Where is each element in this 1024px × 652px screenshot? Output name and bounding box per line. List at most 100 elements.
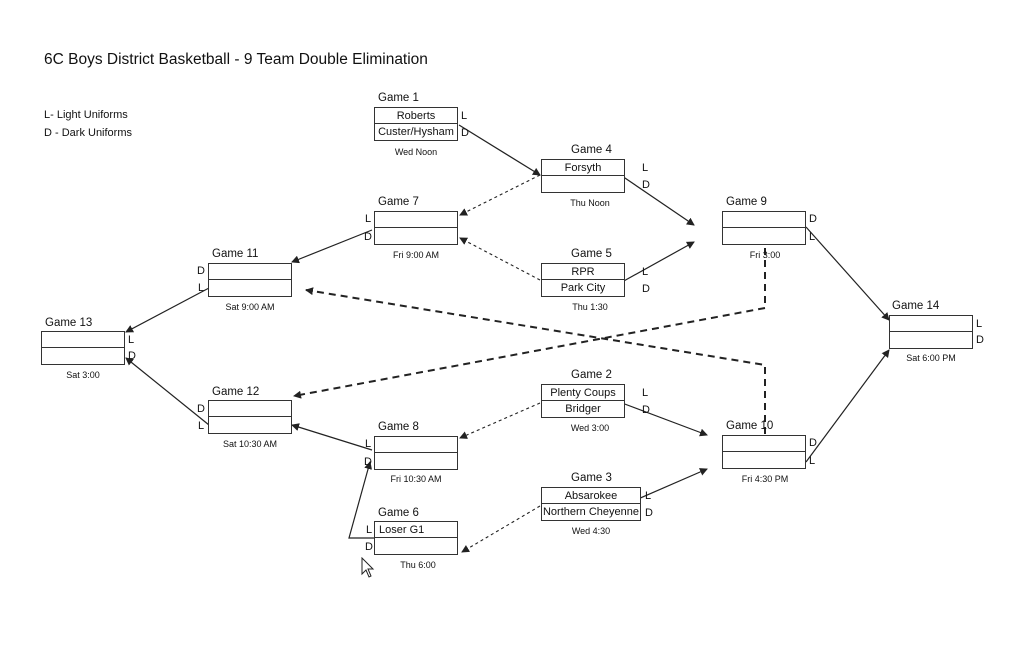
legend-light: L- Light Uniforms — [44, 109, 128, 121]
game-10-box — [722, 435, 806, 469]
connector-g4-to-g9 — [621, 175, 695, 226]
game-9-side-bottom: L — [809, 231, 816, 243]
game-8-label: Game 8 — [378, 421, 419, 433]
game-6-box: Loser G1 — [374, 521, 458, 555]
game-9-label: Game 9 — [726, 196, 767, 208]
game-5-box: RPR Park City — [541, 263, 625, 297]
connector-g8-to-g12 — [291, 423, 373, 451]
game-10-team-top — [723, 436, 805, 452]
game-4-box: Forsyth — [541, 159, 625, 193]
game-2-side-top: L — [642, 387, 649, 399]
game-1-time: Wed Noon — [394, 147, 438, 157]
game-1-box: Roberts Custer/Hysham — [374, 107, 458, 141]
game-10-time: Fri 4:30 PM — [741, 474, 789, 484]
game-11-team-bottom — [209, 280, 291, 296]
connector-g7-to-g11 — [291, 229, 373, 264]
game-13-team-bottom — [42, 348, 124, 364]
game-8-time: Fri 10:30 AM — [390, 474, 442, 484]
game-1-team-top: Roberts — [375, 108, 457, 124]
game-9-time: Fri 3:00 — [749, 250, 781, 260]
legend-dark: D - Dark Uniforms — [44, 127, 133, 139]
game-10-label: Game 10 — [726, 420, 774, 432]
game-3-team-top: Absarokee — [542, 488, 640, 504]
game-7-side-bottom: D — [364, 231, 372, 243]
game-5-label: Game 5 — [571, 248, 612, 260]
game-11-label: Game 11 — [212, 248, 259, 260]
game-12-team-bottom — [209, 417, 291, 433]
game-1-team-bottom: Custer/Hysham — [378, 126, 454, 138]
connector-g11-to-g13 — [125, 287, 210, 333]
game-2-side-bottom: D — [642, 404, 650, 416]
game-12-box — [208, 400, 292, 434]
game-3-side-bottom: D — [645, 507, 653, 519]
game-4-team-bottom — [542, 176, 624, 192]
game-14-box — [889, 315, 973, 349]
connector-g9-to-g14 — [805, 226, 890, 321]
game-13-team-top — [42, 332, 124, 348]
game-8-side-bottom: D — [364, 456, 372, 468]
connector-g10-loser-to-g11 — [305, 287, 766, 434]
game-2-label: Game 2 — [571, 369, 612, 381]
game-11-box — [208, 263, 292, 297]
game-12-side-bottom: L — [198, 420, 205, 432]
game-11-team-top — [209, 264, 291, 280]
game-3-team-bottom: Northern Cheyenne — [542, 506, 639, 518]
game-8-box — [374, 436, 458, 470]
game-9-box — [722, 211, 806, 245]
game-9-team-bottom — [723, 228, 805, 244]
game-11-time: Sat 9:00 AM — [225, 302, 275, 312]
game-2-team-bottom: Bridger — [565, 403, 601, 415]
game-5-team-bottom: Park City — [560, 282, 606, 294]
game-6-team-top: Loser G1 — [375, 522, 457, 538]
game-2-time: Wed 3:00 — [570, 423, 610, 433]
bracket-title: 6C Boys District Basketball - 9 Team Dou… — [44, 51, 428, 68]
game-10-side-top: D — [809, 437, 817, 449]
game-7-team-bottom — [375, 228, 457, 244]
game-1-side-top: L — [461, 110, 468, 122]
game-14-side-top: L — [976, 318, 983, 330]
game-12-label: Game 12 — [212, 386, 260, 398]
connector-g9-loser-to-g12 — [293, 248, 766, 399]
game-13-time: Sat 3:00 — [66, 370, 100, 380]
game-2-box: Plenty Coups Bridger — [541, 384, 625, 418]
connector-g4-loser-to-g7 — [459, 174, 541, 216]
game-7-team-top — [375, 212, 457, 228]
game-11-side-bottom: L — [198, 282, 205, 294]
game-14-team-bottom — [890, 332, 972, 348]
game-12-side-top: D — [197, 403, 205, 415]
game-10-team-bottom — [723, 452, 805, 468]
game-7-box — [374, 211, 458, 245]
game-7-side-top: L — [365, 213, 372, 225]
game-5-time: Thu 1:30 — [572, 302, 608, 312]
game-6-side-top: L — [366, 524, 373, 536]
game-3-label: Game 3 — [571, 472, 612, 484]
game-12-team-top — [209, 401, 291, 417]
game-14-time: Sat 6:00 PM — [906, 353, 956, 363]
connector-g12-to-g13 — [125, 357, 210, 426]
connector-g2-loser-to-g8 — [459, 402, 541, 439]
game-4-label: Game 4 — [571, 144, 612, 156]
game-4-team-top: Forsyth — [542, 160, 624, 176]
game-14-label: Game 14 — [892, 300, 940, 312]
game-6-team-bottom — [375, 538, 457, 554]
game-5-side-bottom: D — [642, 283, 650, 295]
game-13-side-top: L — [128, 334, 135, 346]
game-12-time: Sat 10:30 AM — [222, 439, 278, 449]
game-3-side-top: L — [645, 490, 652, 502]
game-4-time: Thu Noon — [570, 198, 610, 208]
game-6-time: Thu 6:00 — [400, 560, 436, 570]
game-3-box: Absarokee Northern Cheyenne — [541, 487, 641, 521]
connector-g6-to-g8 — [348, 461, 374, 539]
connector-g1-to-g4 — [458, 124, 541, 176]
game-7-label: Game 7 — [378, 196, 419, 208]
game-2-team-top: Plenty Coups — [542, 385, 624, 401]
game-1-label: Game 1 — [378, 92, 419, 104]
game-9-side-top: D — [809, 213, 817, 225]
game-5-side-top: L — [642, 266, 649, 278]
game-11-side-top: D — [197, 265, 205, 277]
game-8-team-bottom — [375, 453, 457, 469]
game-6-label: Game 6 — [378, 507, 419, 519]
connector-g2-to-g10 — [621, 402, 708, 437]
game-3-time: Wed 4:30 — [571, 526, 611, 536]
